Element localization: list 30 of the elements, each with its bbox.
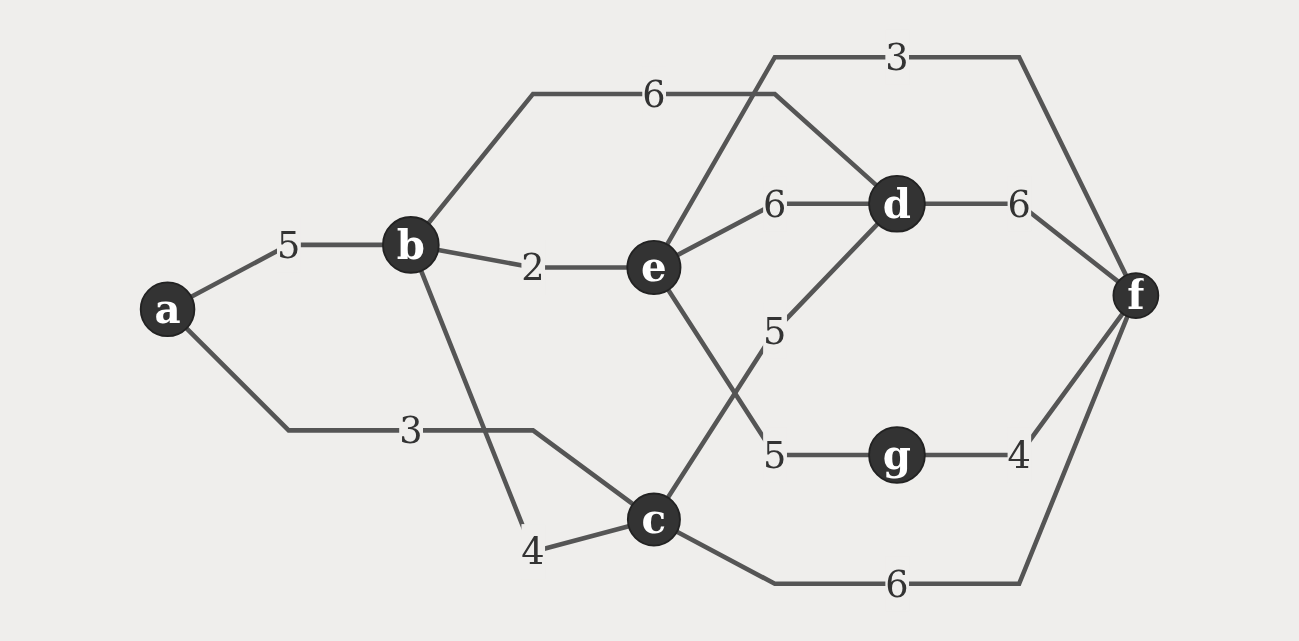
node-circle: a bbox=[139, 281, 196, 338]
edge-label: 6 bbox=[885, 561, 909, 606]
node-circle: b bbox=[382, 216, 440, 274]
edge-label: 6 bbox=[1007, 181, 1031, 226]
node-circle: g bbox=[868, 426, 926, 484]
connector bbox=[924, 201, 1120, 284]
edge-label: 6 bbox=[642, 71, 666, 116]
edge-label: 5 bbox=[763, 309, 787, 354]
connector bbox=[184, 326, 635, 506]
connector bbox=[190, 242, 383, 299]
edge-label: 5 bbox=[763, 432, 787, 477]
edge-label: 4 bbox=[1007, 432, 1031, 477]
node-circle: e bbox=[626, 240, 682, 296]
connector bbox=[426, 91, 878, 225]
node-circle: f bbox=[1112, 272, 1160, 319]
node-circle: d bbox=[868, 174, 926, 233]
connector bbox=[675, 315, 1130, 587]
connector bbox=[437, 247, 628, 270]
edge-label: 5 bbox=[276, 222, 301, 267]
edge-label: 4 bbox=[521, 529, 545, 574]
edge-label: 6 bbox=[763, 181, 787, 226]
connector bbox=[666, 288, 870, 458]
connector bbox=[666, 222, 880, 499]
edge-label: 3 bbox=[399, 408, 423, 453]
edge-label: 2 bbox=[521, 245, 545, 290]
connector bbox=[924, 312, 1125, 458]
node-circle: c bbox=[626, 492, 681, 547]
edge-label: 3 bbox=[885, 35, 909, 80]
connector bbox=[676, 201, 870, 258]
connector bbox=[665, 54, 1129, 277]
